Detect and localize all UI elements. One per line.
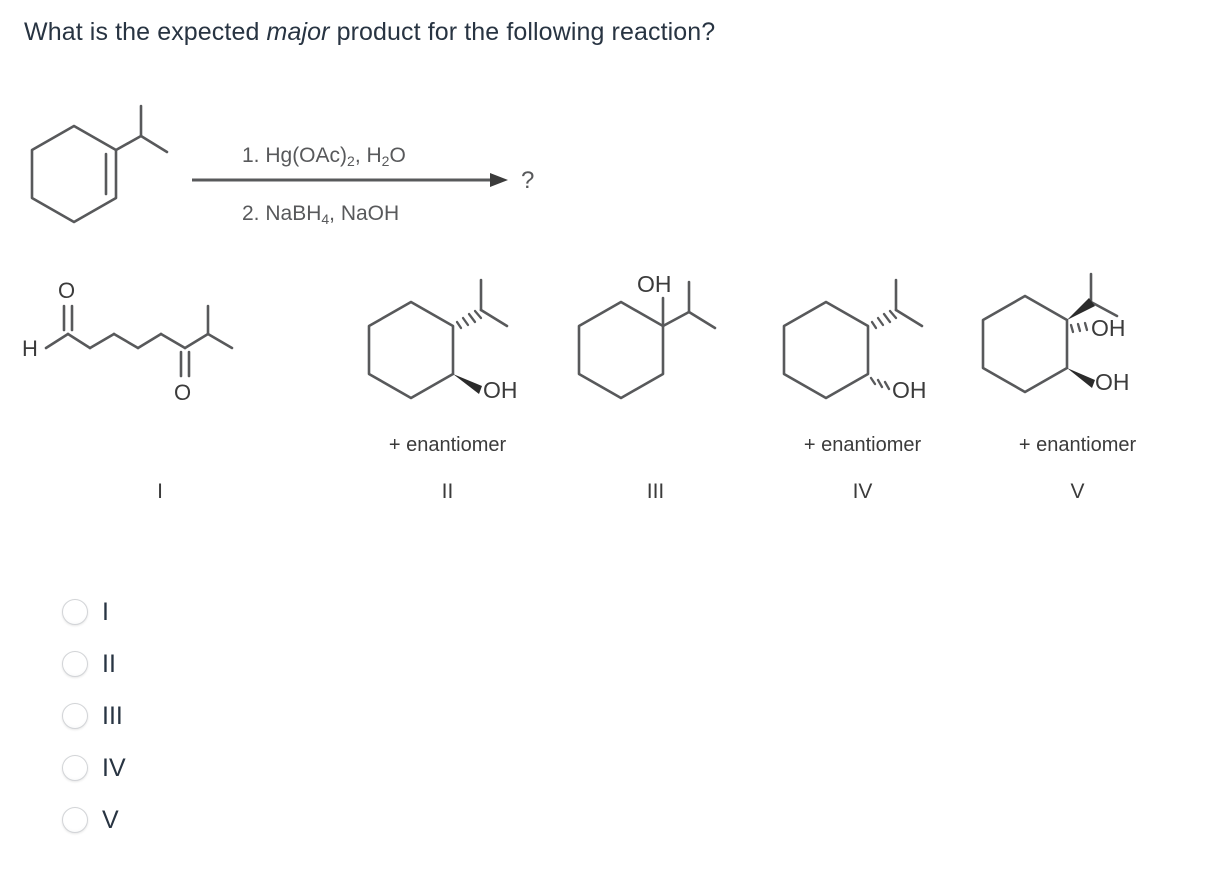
product-option-V: OH OH + enantiomer V [965, 268, 1190, 503]
reaction-arrow-icon [192, 173, 508, 187]
answer-option-IV-label: IV [102, 753, 126, 782]
answer-option-II-label: II [102, 649, 116, 678]
atom-label-hydroxyl-III: OH [637, 271, 672, 297]
structure-II-trans-2-isopropylcyclohexanol: OH [367, 278, 518, 403]
answer-option-III-label: III [102, 701, 123, 730]
reaction-scheme: 1. Hg(OAc)2, H2O 2. NaBH4, NaOH ? [10, 92, 570, 242]
product-option-III: OH III [553, 268, 758, 503]
reagent-line-1: 1. Hg(OAc)2, H2O [242, 144, 406, 169]
product-III-label: III [646, 480, 665, 503]
radio-button-III[interactable] [62, 703, 88, 729]
reagent-1-subscript-1: 2 [347, 152, 355, 169]
question-emphasis-word: major [266, 18, 330, 46]
atom-label-ketone-o: O [174, 380, 191, 405]
page-title: What is the expected major product for t… [24, 16, 715, 48]
product-II-enantiomer-note: + enantiomer [388, 434, 507, 456]
reagent-1-subscript-2: 2 [381, 152, 390, 169]
reagent-2-subscript-1: 4 [321, 210, 330, 227]
reagent-2-prefix: 2. NaBH [242, 202, 322, 225]
radio-button-IV[interactable] [62, 755, 88, 781]
hash-bond-hydroxyl-IV [869, 376, 891, 391]
radio-button-I[interactable] [62, 599, 88, 625]
question-text-after: product for the following reaction? [329, 18, 716, 46]
reagent-1-suffix: O [389, 144, 406, 167]
hash-bond-isopropyl-IV [870, 309, 898, 330]
product-option-IV: OH + enantiomer IV [760, 268, 965, 503]
answer-option-II[interactable]: II [62, 638, 362, 690]
reagent-2-suffix: , NaOH [329, 202, 400, 225]
atom-label-hydroxyl-II: OH [483, 377, 518, 403]
product-V-enantiomer-note: + enantiomer [1018, 434, 1137, 456]
product-II-label: II [441, 480, 454, 503]
product-IV-label: IV [852, 480, 873, 503]
answer-options-list: I II III IV V [62, 586, 362, 846]
product-option-I: H O O I [10, 268, 310, 503]
question-text-before: What is the expected [24, 18, 267, 46]
answer-option-IV[interactable]: IV [62, 742, 362, 794]
answer-option-V[interactable]: V [62, 794, 362, 846]
product-placeholder: ? [521, 167, 535, 194]
radio-button-II[interactable] [62, 651, 88, 677]
atom-label-hydroxyl-1-V: OH [1091, 315, 1126, 341]
structure-I-keto-aldehyde: H O O [22, 278, 234, 405]
product-V-label: V [1070, 480, 1085, 503]
wedge-bond-hydroxyl-II [453, 374, 482, 394]
structure-IV-cis-2-isopropylcyclohexanol: OH [782, 278, 927, 403]
hash-bond-hydroxyl-1-V [1069, 321, 1089, 334]
product-IV-enantiomer-note: + enantiomer [803, 434, 922, 456]
answer-option-I[interactable]: I [62, 586, 362, 638]
product-structures-row: H O O I OH + e [0, 268, 1232, 518]
radio-button-V[interactable] [62, 807, 88, 833]
structure-V-isopropylcyclohexane-diol: OH OH [981, 272, 1130, 395]
reagent-line-2: 2. NaBH4, NaOH [242, 202, 399, 227]
product-I-label: I [157, 480, 163, 503]
reactant-structure-isopropylcyclohexene [30, 104, 169, 224]
atom-label-aldehyde-o: O [58, 278, 75, 303]
answer-option-III[interactable]: III [62, 690, 362, 742]
answer-option-V-label: V [102, 805, 119, 834]
wedge-bond-hydroxyl-2-V [1067, 368, 1095, 388]
reagent-1-prefix: 1. Hg(OAc) [242, 144, 348, 167]
product-option-II: OH + enantiomer II [345, 268, 550, 503]
atom-label-aldehyde-h: H [22, 336, 38, 361]
hash-bond-isopropyl-II [455, 309, 483, 330]
reagent-1-mid: , H [354, 144, 382, 167]
structure-III-1-isopropylcyclohexanol: OH [577, 271, 717, 400]
atom-label-hydroxyl-IV: OH [892, 377, 927, 403]
atom-label-hydroxyl-2-V: OH [1095, 369, 1130, 395]
wedge-bond-isopropyl-V [1067, 298, 1095, 320]
answer-option-I-label: I [102, 597, 109, 626]
